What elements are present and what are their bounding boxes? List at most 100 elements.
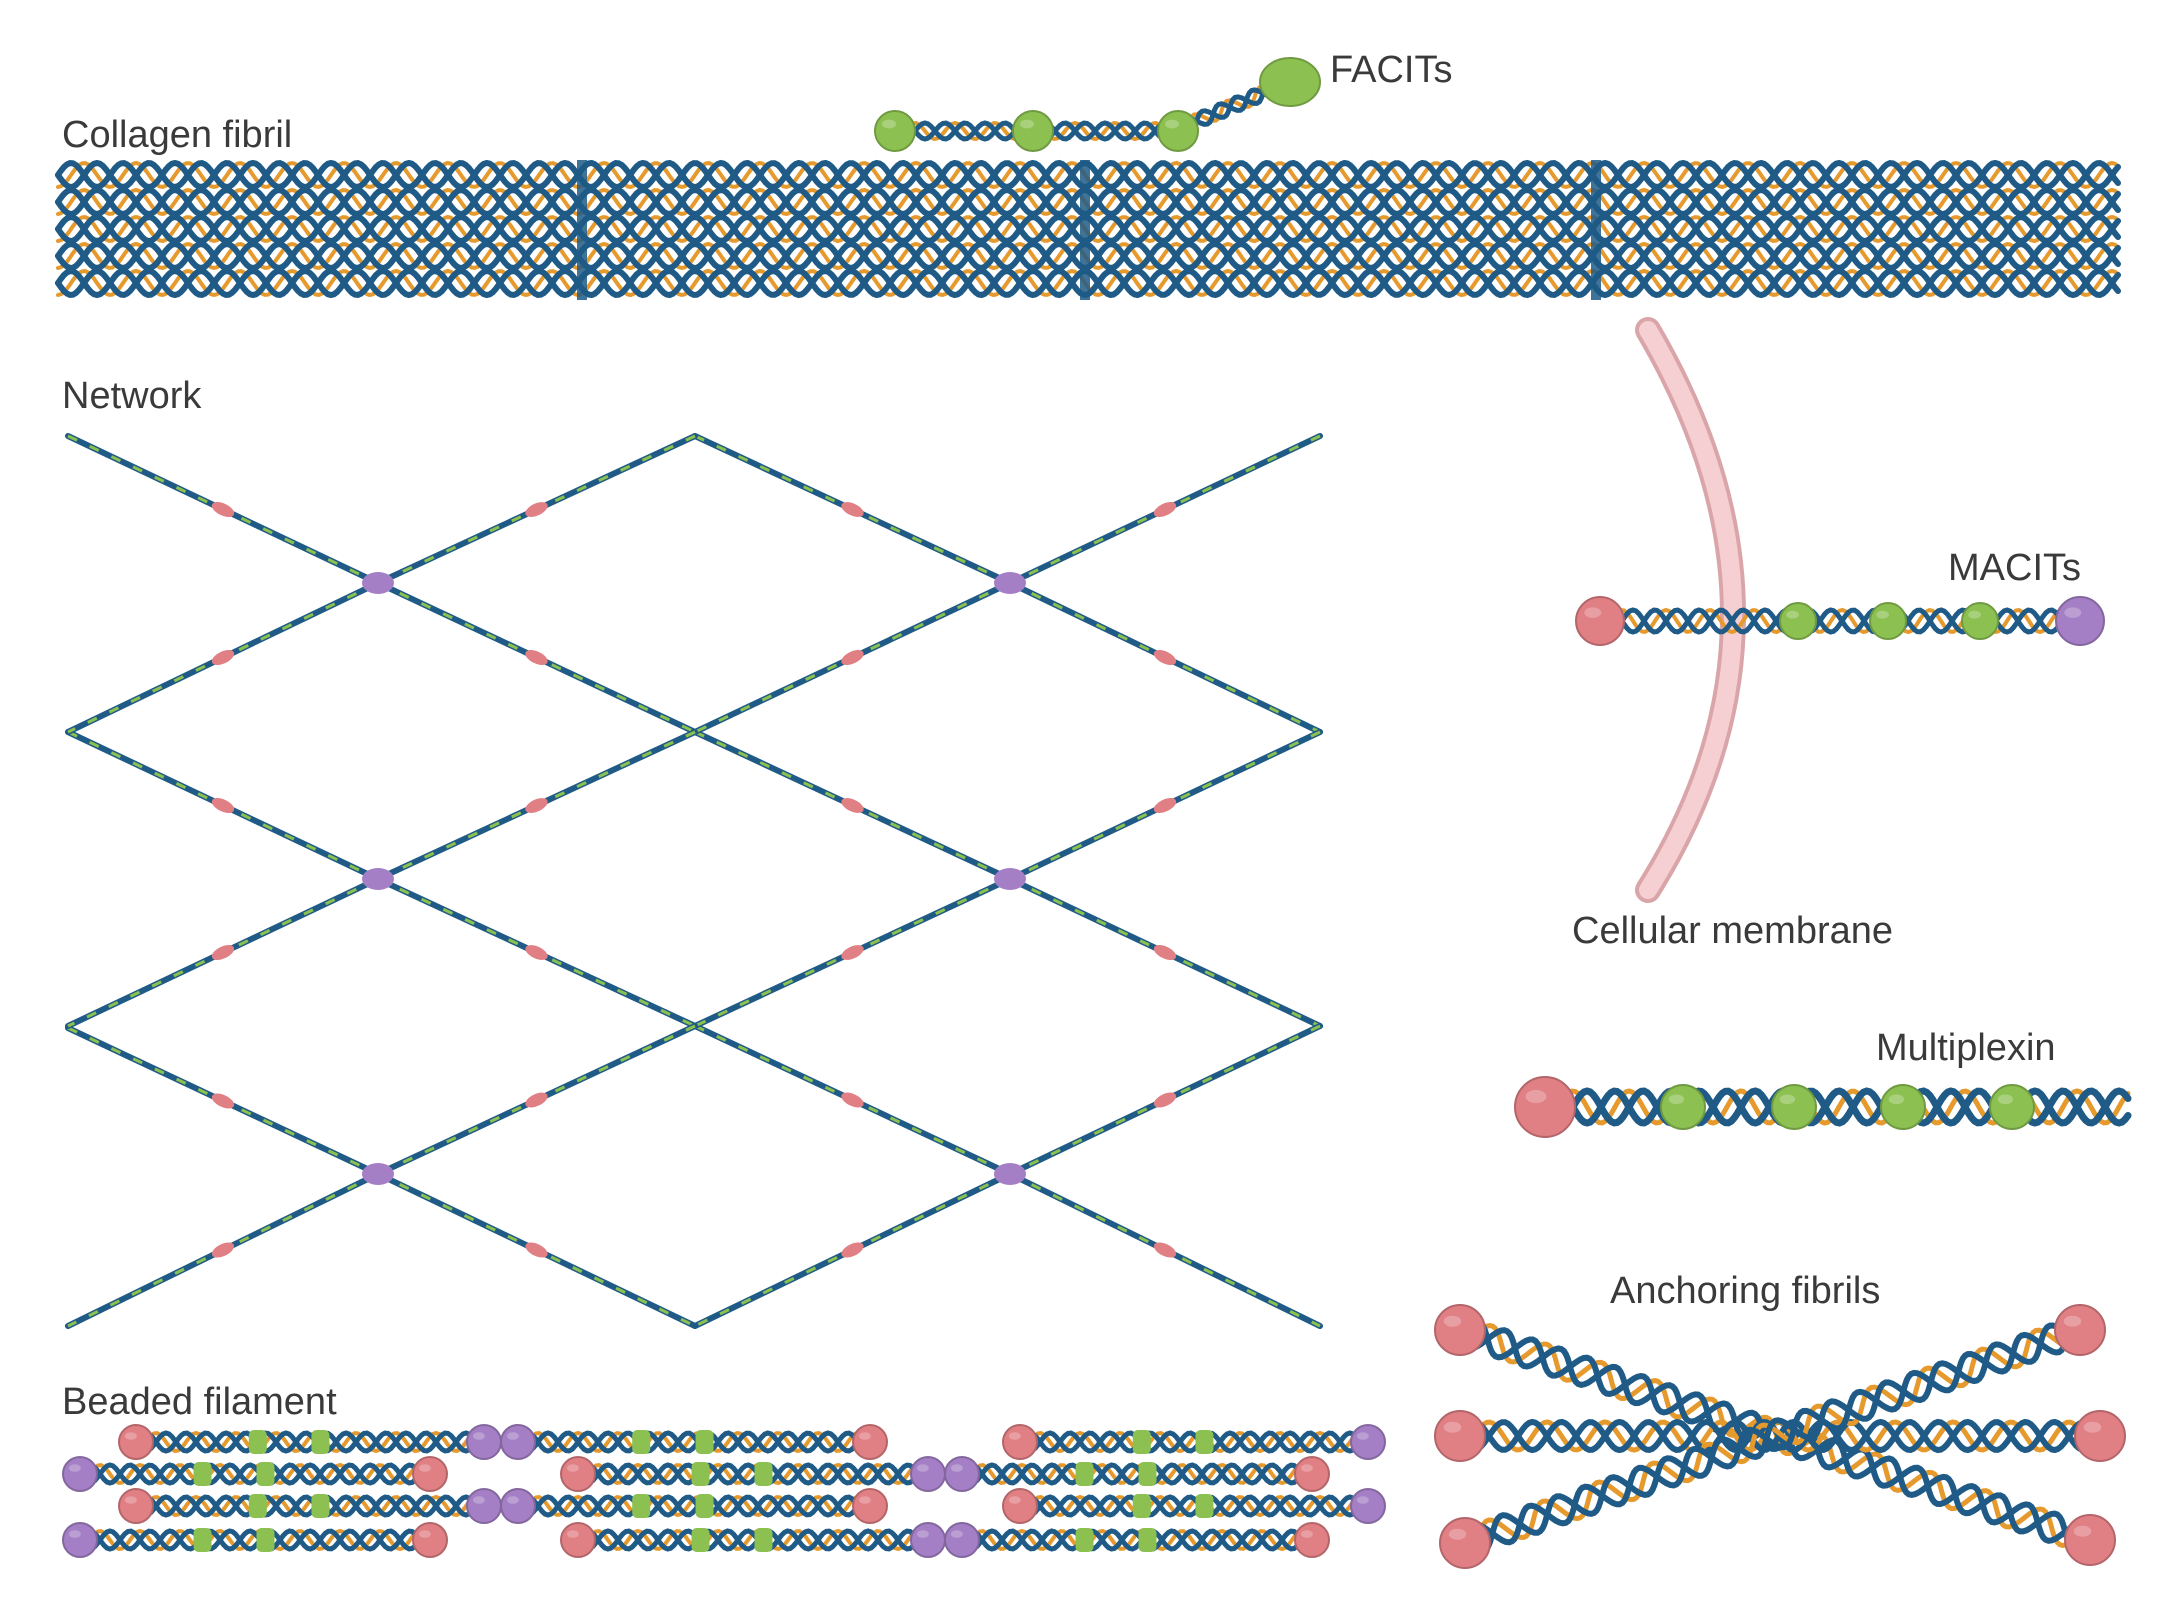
beaded-nc-domain [1195,1430,1214,1454]
beaded-unit [560,1456,946,1492]
facits-molecule [874,57,1321,152]
network-strand [1007,876,1323,1029]
network-strand [692,729,1013,882]
beaded-nc-domain [1138,1462,1157,1486]
beaded-terminal [1350,1488,1386,1524]
network-junction [362,572,394,594]
label-multiplexin: Multiplexin [1876,1027,2056,1069]
beaded-terminal [62,1522,98,1558]
cellular-membrane [1635,317,1746,903]
label-beaded-filament: Beaded filament [62,1381,337,1423]
multiplexin-n-terminal [1514,1076,1576,1138]
network-nc-domain [211,1093,235,1109]
network-strand [65,580,381,735]
anchoring-nc-domain [2054,1304,2106,1356]
beaded-helix [1017,1494,1371,1518]
network-junction [362,868,394,890]
fibril-gap-band [1080,160,1090,300]
anchoring-helix [1462,1314,2088,1559]
fibril-gap-band [577,160,587,300]
beaded-terminal [466,1488,502,1524]
label-facits: FACITs [1330,49,1452,91]
anchoring-nc-domain [2064,1514,2116,1566]
network-strand [1007,729,1323,882]
beaded-nc-domain [193,1528,212,1552]
beaded-terminal [1350,1424,1386,1460]
network-nc-domain [841,502,864,517]
multiplexin-nc-domain [1989,1084,2035,1130]
beaded-nc-domain [311,1494,330,1518]
beaded-unit [560,1522,946,1558]
beaded-terminal [1294,1456,1330,1492]
facit-nc-domain [1012,110,1054,152]
anchoring-nc-domain [2074,1410,2126,1462]
network-nc-domain [525,798,548,813]
label-network: Network [62,375,202,417]
beaded-terminal [910,1456,946,1492]
beaded-helix [959,1528,1315,1552]
multiplexin-nc-domain [1660,1084,1706,1130]
beaded-filament [62,1424,1386,1558]
facit-nc-domain [1157,110,1199,152]
anchoring-nc-domain [1434,1410,1486,1462]
network-nc-domain [525,650,548,665]
beaded-nc-domain [248,1494,267,1518]
beaded-terminal [560,1522,596,1558]
beaded-helix [959,1462,1315,1486]
beaded-nc-domain [695,1430,714,1454]
network-nc-domain [841,650,864,665]
network-nc-domain [1153,502,1177,517]
network-strand [375,1023,698,1177]
beaded-terminal [944,1522,980,1558]
beaded-unit [500,1424,888,1460]
collagen-fibril [55,159,2121,300]
network-strand [692,1023,1013,1177]
beaded-nc-domain [695,1494,714,1518]
beaded-nc-domain [1075,1528,1094,1552]
network-strand [692,580,1013,735]
beaded-nc-domain [754,1462,773,1486]
beaded-helix [575,1528,931,1552]
beaded-unit [1002,1424,1386,1460]
network-strand [692,876,1013,1029]
network-strand [65,1171,381,1329]
network-strand [65,1025,381,1177]
network-strand [65,433,381,586]
network-nc-domain [841,1242,864,1258]
macit-n-terminal [1575,596,1625,646]
beaded-nc-domain [248,1430,267,1454]
beaded-nc-domain [754,1528,773,1552]
beaded-nc-domain [311,1430,330,1454]
beaded-terminal [1002,1424,1038,1460]
network-nc-domain [211,798,235,813]
beaded-terminal [62,1456,98,1492]
network-strand [375,580,698,735]
network-strand [692,1171,1013,1329]
network-strand [375,1171,698,1329]
beaded-terminal [412,1456,448,1492]
label-macits: MACITs [1948,547,2081,589]
anchoring-fibrils [1434,1304,2126,1569]
beaded-nc-domain [256,1528,275,1552]
network-strand [375,433,698,586]
beaded-terminal [944,1456,980,1492]
beaded-nc-domain [632,1430,651,1454]
macit-nc-domain [1869,602,1907,640]
macit-helix [1597,607,2088,635]
beaded-unit [62,1522,448,1558]
label-collagen-fibril: Collagen fibril [62,114,292,156]
beaded-helix [515,1430,873,1454]
network-strand [375,876,698,1029]
network-junction [994,1163,1026,1185]
beaded-terminal [852,1424,888,1460]
beaded-terminal [118,1424,154,1460]
beaded-nc-domain [632,1494,651,1518]
beaded-unit [62,1456,448,1492]
network-nc-domain [1153,649,1177,666]
beaded-terminal [118,1488,154,1524]
network-junction [994,572,1026,594]
beaded-terminal [500,1424,536,1460]
beaded-helix [515,1494,873,1518]
network-nc-domain [525,502,548,517]
beaded-helix [77,1528,433,1552]
